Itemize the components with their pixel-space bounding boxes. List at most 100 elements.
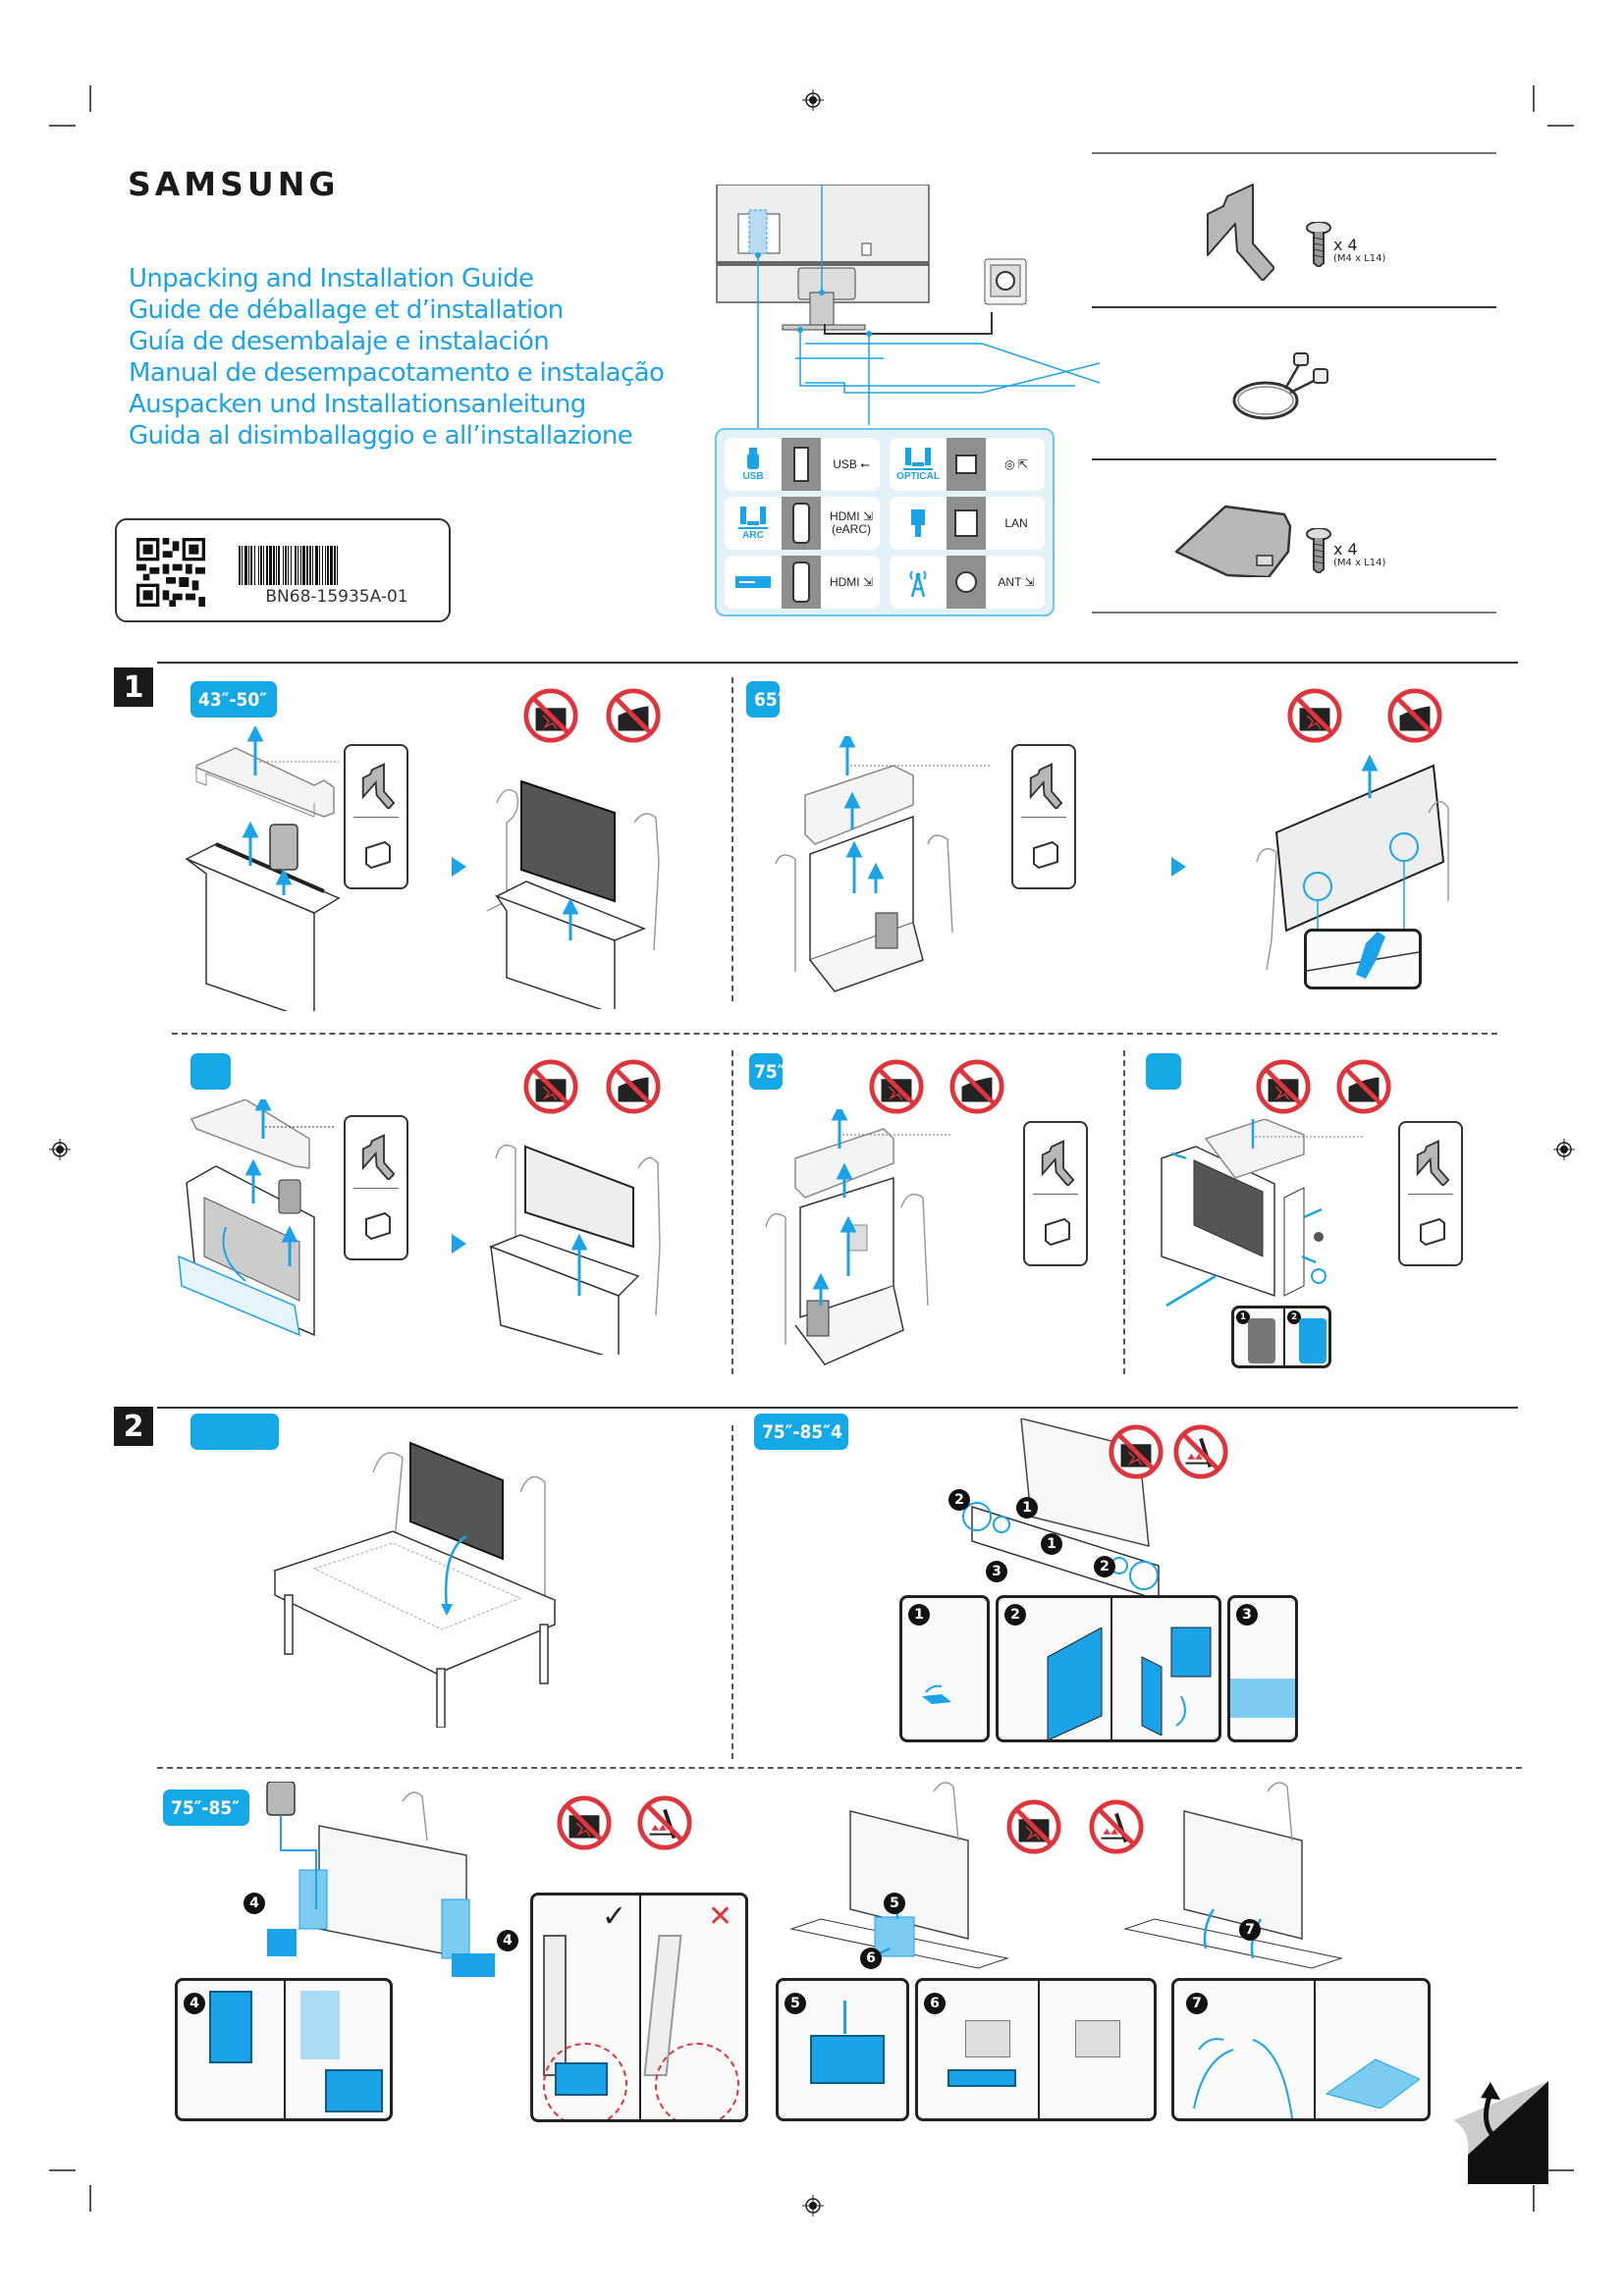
part-number: BN68-15935A-01 [265,587,408,607]
unbox-75-illustration [765,1109,952,1365]
barcode-bar [291,546,292,585]
no-grip-screen-icon [606,688,661,743]
tv-rear-diagram [716,185,1075,430]
unbox-65-illustration [775,736,992,992]
panel-divider [731,1050,733,1374]
qr-code-icon [136,538,205,607]
barcode-bar [309,546,311,585]
registration-mark-icon [1553,1139,1575,1160]
size-tag-75-85: 75″-85″4 [754,1414,848,1450]
step-3-badge: 3 [1236,1604,1258,1626]
stand-bracket-icon [1416,1140,1449,1186]
usb-port-icon [782,438,821,491]
fold-flaps-illustration [1123,1782,1343,1969]
size-tag-blank [1146,1053,1181,1090]
barcode-bar [258,546,259,585]
correct-incorrect-box: ✓ ✕ [530,1893,748,2122]
size-tag-blank [190,1414,279,1450]
step-1-badge: 1 [1041,1533,1062,1555]
no-press-screen-icon [1256,1059,1311,1114]
barcode-bar [266,546,268,585]
power-cable-icon [1232,352,1328,420]
no-grip-screen-icon [1336,1059,1391,1114]
step-2-badge: 2 [1004,1604,1026,1626]
step-1-detail: 1 [899,1595,990,1742]
protector-icon [365,1211,391,1241]
components-divider [1092,458,1496,460]
panel-divider [1123,1050,1125,1374]
barcode-bar [250,546,252,585]
registration-mark-icon [49,1139,71,1160]
no-press-screen-icon [523,688,578,743]
step-3-detail: 3 [1227,1595,1298,1742]
stand-bracket-icon [1207,184,1274,281]
parts-box [344,744,408,889]
components-divider [1092,306,1496,308]
stand-screw-spec: (M4 x L14) [1333,253,1386,264]
latch-icon [1299,1318,1326,1363]
size-tag-75: 75″5 [749,1053,783,1090]
no-heat-icon [1173,1424,1228,1479]
stand-bracket-icon [1041,1140,1074,1186]
no-grip-screen-icon [949,1059,1004,1114]
screw-icon [1306,528,1331,573]
step-1-badge: 1 [1016,1497,1038,1519]
cover-screw-spec: (M4 x L14) [1333,558,1386,568]
step-7-badge: 7 [1186,1993,1208,2014]
soundbar-icon: ARC [729,497,778,550]
title-pt: Manual de desempacotamento e instalação [129,358,665,388]
unbox-front-open-illustration [178,1099,334,1337]
size-tag-65: 65″ [746,681,780,718]
parts-box [1011,744,1076,889]
connector-label: ◎ ⇱ [1004,456,1028,471]
step-3-badge: 3 [986,1561,1007,1582]
stand-bracket-icon [1029,763,1062,809]
step-2-badge: 2 [948,1489,970,1511]
cover-quantity: x 4 [1333,540,1358,559]
barcode-bar [337,546,338,585]
barcode-bar [285,546,287,585]
crop-mark [49,125,76,127]
cover-lift-icon [810,2035,885,2084]
barcode-bar [322,546,323,585]
hand-grip-icon [1307,932,1419,979]
remove-back-cover-illustration [789,1782,1009,1969]
connector-label: HDMI ⇲ (eARC) [829,509,874,536]
next-arrow-icon [452,1234,466,1254]
components-divider [1092,152,1496,154]
step-6-badge: 6 [924,1993,946,2014]
step-2-badge: 2 [1094,1556,1115,1577]
step-5-badge: 5 [785,1993,806,2014]
lift-tv-front-illustration [488,1144,661,1355]
screw-icon [1306,222,1331,267]
barcode-bar [283,546,284,585]
no-press-screen-icon [1109,1424,1164,1479]
hands-fold-icon [1193,2038,1293,2118]
connector-lan: LAN [890,497,1045,550]
step-4-badge: 4 [497,1930,518,1951]
barcode-icon [239,546,338,585]
barcode-bar [334,546,336,585]
section-1-rule [157,662,1518,664]
foam-block-ghost-icon [300,1991,340,2059]
foam-block-icon [209,1991,252,2063]
flap-fold-icon [1325,2058,1420,2109]
connector-hdmi-earc: ARC HDMI ⇲ (eARC) [725,497,880,550]
crop-mark [1533,85,1535,112]
no-grip-screen-icon [606,1059,661,1114]
protector-icon [1420,1217,1445,1247]
connector-optical: OPTICAL ◎ ⇱ [890,438,1045,491]
protector-icon [365,840,391,870]
crop-mark [1547,125,1574,127]
connector-label: HDMI ⇲ [829,574,874,589]
barcode-bar [325,546,326,585]
no-press-screen-icon [1287,688,1342,743]
step-6-badge: 6 [860,1948,882,1969]
unbox-side-open-illustration [1161,1119,1363,1308]
step-1-badge: 1 [1236,1310,1250,1324]
latch-detail-box: 1 2 [1231,1306,1331,1368]
barcode-bar [330,546,333,585]
stand-bracket-icon [361,763,395,809]
antenna-tower-icon [893,556,943,609]
size-tag-blank [190,1053,231,1090]
